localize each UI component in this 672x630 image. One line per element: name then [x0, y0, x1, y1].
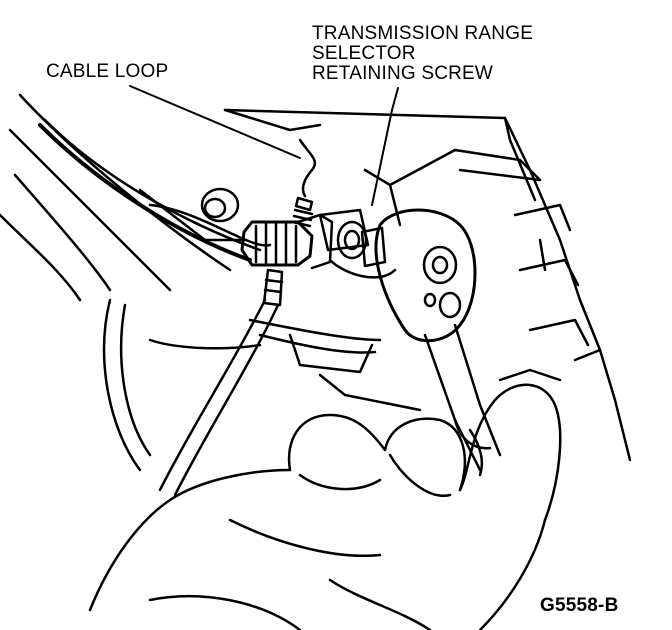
hand — [88, 383, 562, 630]
shift-cable — [158, 268, 284, 497]
leader-retaining-screw — [371, 87, 399, 206]
ratchet-head — [360, 208, 477, 343]
cable-loop-label: CABLE LOOP — [46, 61, 169, 82]
figure-code: G5558-B — [540, 595, 619, 616]
leader-lines — [129, 85, 399, 206]
transmission-label-line-1: TRANSMISSION RANGE — [312, 23, 534, 44]
cable-loop — [291, 138, 317, 228]
left-panel — [0, 93, 272, 302]
selector-bolt — [318, 208, 397, 279]
transmission-label-line-3: RETAINING SCREW — [312, 63, 494, 84]
housing-boss — [200, 187, 240, 223]
console-housing — [223, 108, 632, 462]
leader-cable-loop — [129, 85, 301, 159]
adjuster-nut — [240, 213, 334, 270]
lower-arc — [102, 298, 152, 472]
linkage-bar — [148, 318, 422, 412]
transmission-label-line-2: SELECTOR — [312, 43, 416, 64]
